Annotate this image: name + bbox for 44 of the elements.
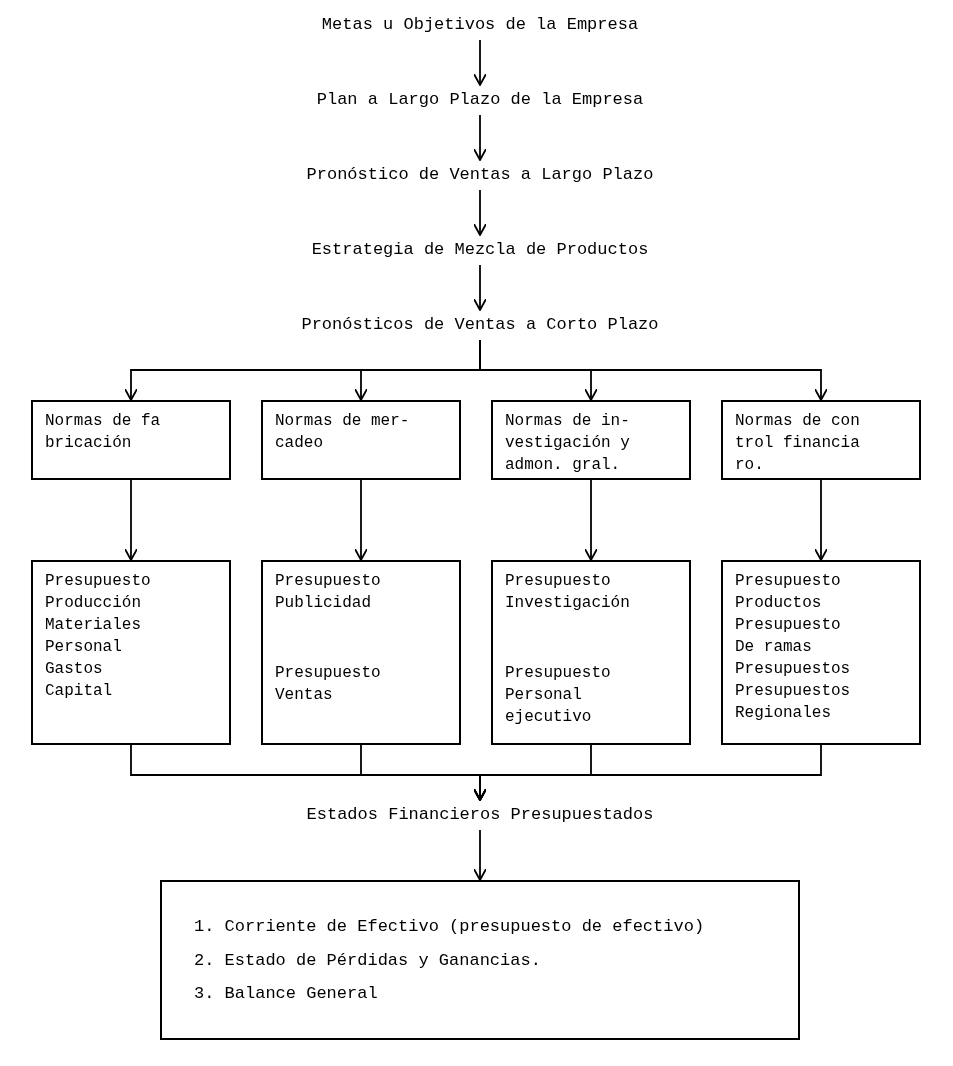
budget-label: Gastos: [45, 659, 104, 680]
budget-label: Presupuesto: [45, 571, 152, 592]
list-item: 3. Balance General: [194, 983, 379, 1005]
budget-label: Presupuesto: [735, 615, 842, 636]
process-box: [721, 400, 921, 480]
budget-box: [31, 560, 231, 745]
arrow: [473, 189, 487, 236]
budget-label: Materiales: [45, 615, 142, 636]
arrow: [584, 479, 598, 561]
arrow: [473, 39, 487, 86]
arrow: [354, 479, 368, 561]
budget-label: Producción: [45, 593, 142, 614]
arrow: [479, 339, 828, 401]
process-box: [31, 400, 231, 480]
budget-box: [721, 560, 921, 745]
box-label: Normas de in- vestigación y admon. gral.: [505, 411, 631, 476]
budget-label: Regionales: [735, 703, 832, 724]
arrow: [473, 744, 822, 801]
statement-box: [160, 880, 800, 1040]
budget-label: Presupuestos: [735, 681, 852, 702]
arrow: [814, 479, 828, 561]
process-box: [261, 400, 461, 480]
budget-box: [491, 560, 691, 745]
budget-label: Presupuesto Personal ejecutivo: [505, 663, 612, 728]
budget-box: [261, 560, 461, 745]
arrow: [473, 264, 487, 311]
arrow: [473, 829, 487, 881]
budget-label: Presupuesto Ventas: [275, 663, 382, 706]
box-label: Normas de mer- cadeo: [275, 411, 410, 454]
budget-label: Presupuestos: [735, 659, 852, 680]
list-item: 2. Estado de Pérdidas y Ganancias.: [194, 949, 542, 972]
arrow: [124, 479, 138, 561]
list-item: 1. Corriente de Efectivo (presupuesto de efectivo): [194, 916, 706, 938]
process-box: [491, 400, 691, 480]
budget-label: Personal: [45, 637, 123, 658]
budget-label: Productos: [735, 593, 823, 614]
budget-label: Capital: [45, 681, 114, 702]
box-label: Normas de con trol financia ro.: [735, 411, 861, 476]
budget-label: Presupuesto: [735, 571, 842, 592]
arrow: [473, 114, 487, 161]
budget-label: Presupuesto Publicidad: [275, 571, 382, 614]
box-label: Normas de fa bricación: [45, 411, 162, 454]
budget-label: De ramas: [735, 637, 813, 658]
budget-label: Presupuesto Investigación: [505, 571, 631, 614]
